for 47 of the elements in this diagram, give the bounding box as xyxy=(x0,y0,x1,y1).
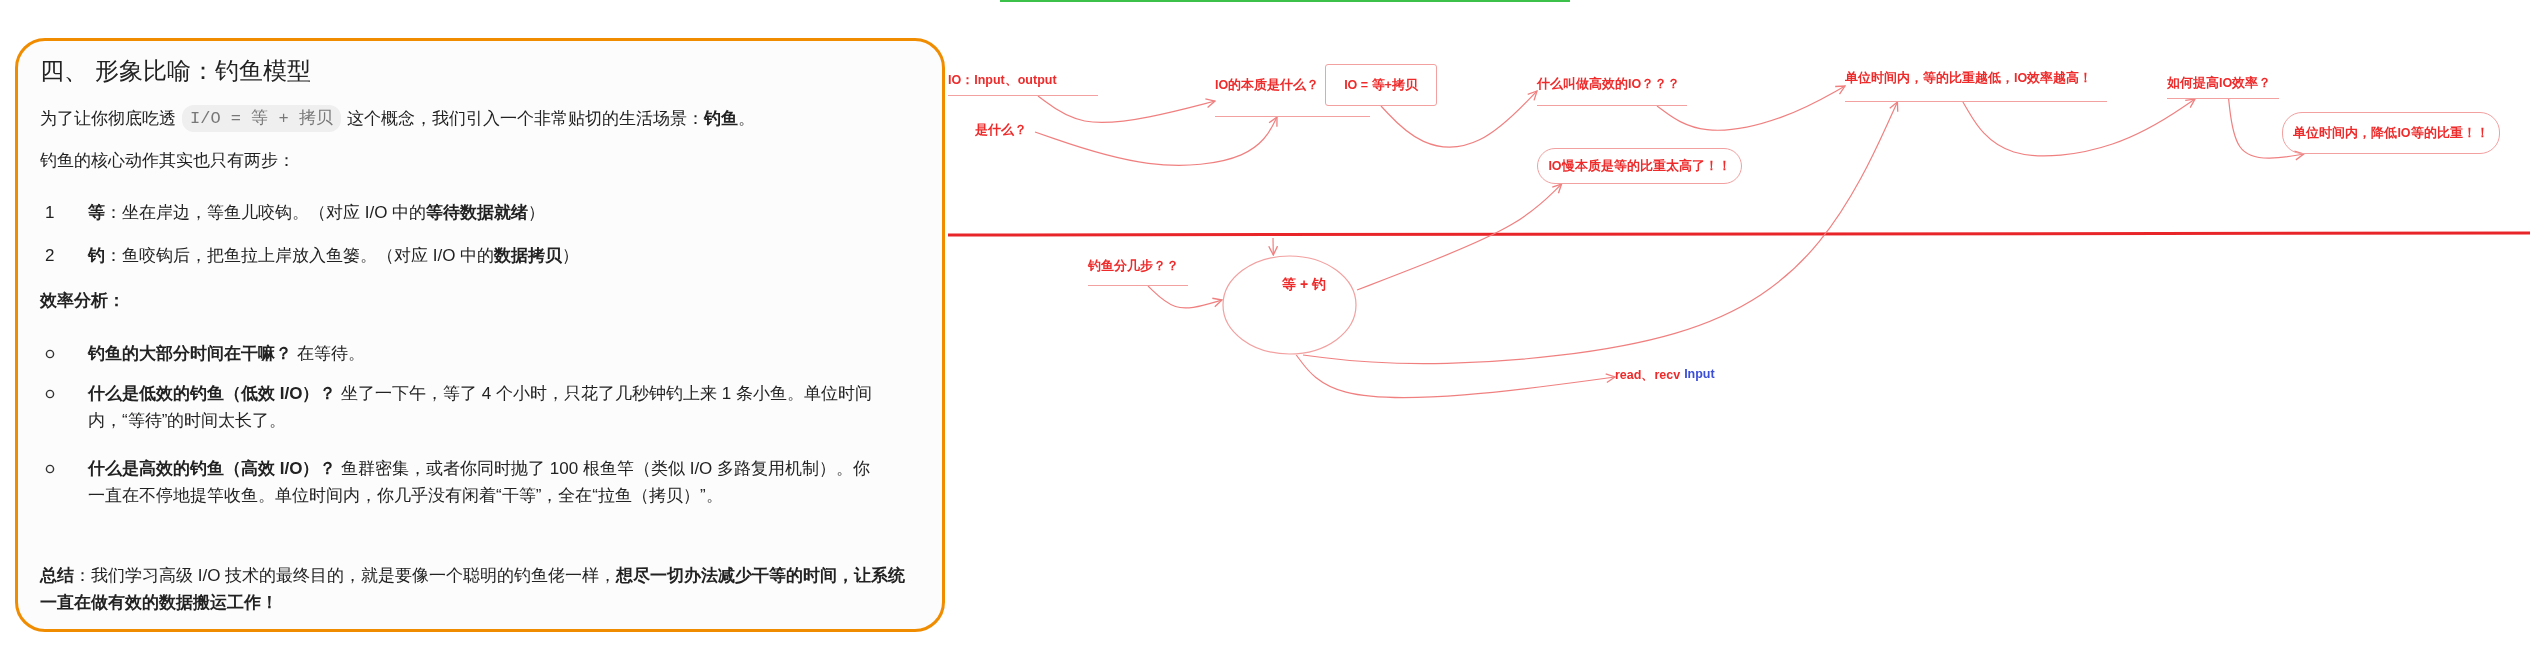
bullet-text: 什么是高效的钓鱼（高效 I/O）？ 鱼群密集，或者你同时抛了 100 根鱼竿（类似 I/O 多路复用机制）。你一直在不停地提竿收鱼。单位时间内，你几乎没有闲着“干等”，全在“拉鱼（拷贝）”。 xyxy=(88,458,872,507)
bullet-text: 什么是低效的钓鱼（低效 I/O）？ 坐了一下午，等了 4 个小时，只花了几秒钟钓上来 1 条小鱼。单位时间内，“等待”的时间太长了。 xyxy=(88,383,873,432)
arrow xyxy=(1295,354,1616,399)
note-text: IO慢本质是等的比重太高了！！ xyxy=(1548,157,1731,175)
list-item-text: 等：坐在岸边，等鱼儿咬钩。（对应 I/O 中的等待数据就绪） xyxy=(88,202,547,224)
outlined-box xyxy=(1325,64,1437,106)
note-text: 单位时间内，等的比重越低，IO效率越高！ xyxy=(1845,71,2093,85)
arrow xyxy=(1147,285,1223,309)
arrow xyxy=(1656,85,1846,131)
arrow xyxy=(1037,95,1216,124)
underlined-note xyxy=(1215,77,1370,117)
arrow xyxy=(1034,116,1278,166)
list-item-text: 钓：鱼咬钩后，把鱼拉上岸放入鱼篓。（对应 I/O 中的数据拷贝） xyxy=(88,245,581,267)
speech-bubble xyxy=(2282,112,2500,154)
note-text: 如何提高IO效率？ xyxy=(2167,76,2272,90)
paragraph-text: 这个概念，我们引入一个非常贴切的生活场景：钓鱼。 xyxy=(346,108,755,130)
paragraph-text: 钓鱼的核心动作其实也只有两步： xyxy=(40,150,295,172)
arrow xyxy=(1302,101,1899,365)
note-text: IO：Input、output xyxy=(948,73,1057,87)
note-text: IO的本质是什么？ xyxy=(1215,78,1320,92)
inline-code: I/O = 等 + 拷贝 xyxy=(182,105,341,132)
note-text: Input xyxy=(1684,367,1715,383)
note-text: read、recv xyxy=(1615,367,1681,384)
paragraph-text: 为了让你彻底吃透 xyxy=(40,108,176,130)
text-card xyxy=(15,38,945,632)
heading: 四、 形象比喻：钓鱼模型 xyxy=(40,56,311,86)
underlined-note xyxy=(2167,75,2279,99)
underlined-note xyxy=(1845,70,2107,102)
arrow xyxy=(2228,98,2305,161)
section-heading: 效率分析： xyxy=(40,290,125,312)
note-text: 什么叫做高效的IO？？？ xyxy=(1537,77,1681,91)
list-number: 2 xyxy=(45,245,55,267)
arrow xyxy=(1268,237,1279,256)
underlined-note xyxy=(1537,76,1687,106)
note-text: 单位时间内，降低IO等的比重！！ xyxy=(2293,124,2489,142)
note-text: 是什么？ xyxy=(975,122,1035,142)
arrow xyxy=(1356,183,1563,291)
underlined-note xyxy=(1088,258,1188,286)
summary-text: 总结：我们学习高级 I/O 技术的最终目的，就是要像一个聪明的钓鱼佬一样，想尽一切办法减少干等的时间，让系统一直在做有效的数据搬运工作！ xyxy=(40,565,907,614)
underlined-note xyxy=(948,72,1098,96)
note-text: 钓鱼分几步？？ xyxy=(1088,259,1179,273)
bullet-text: 钓鱼的大部分时间在干嘛？ 在等待。 xyxy=(88,343,366,365)
note-text: IO = 等+拷贝 xyxy=(1344,76,1418,94)
arrow xyxy=(1962,98,2196,157)
arrow xyxy=(1380,90,1538,148)
note-text: 等 + 钓 xyxy=(1282,276,1326,294)
list-number: 1 xyxy=(45,202,55,224)
